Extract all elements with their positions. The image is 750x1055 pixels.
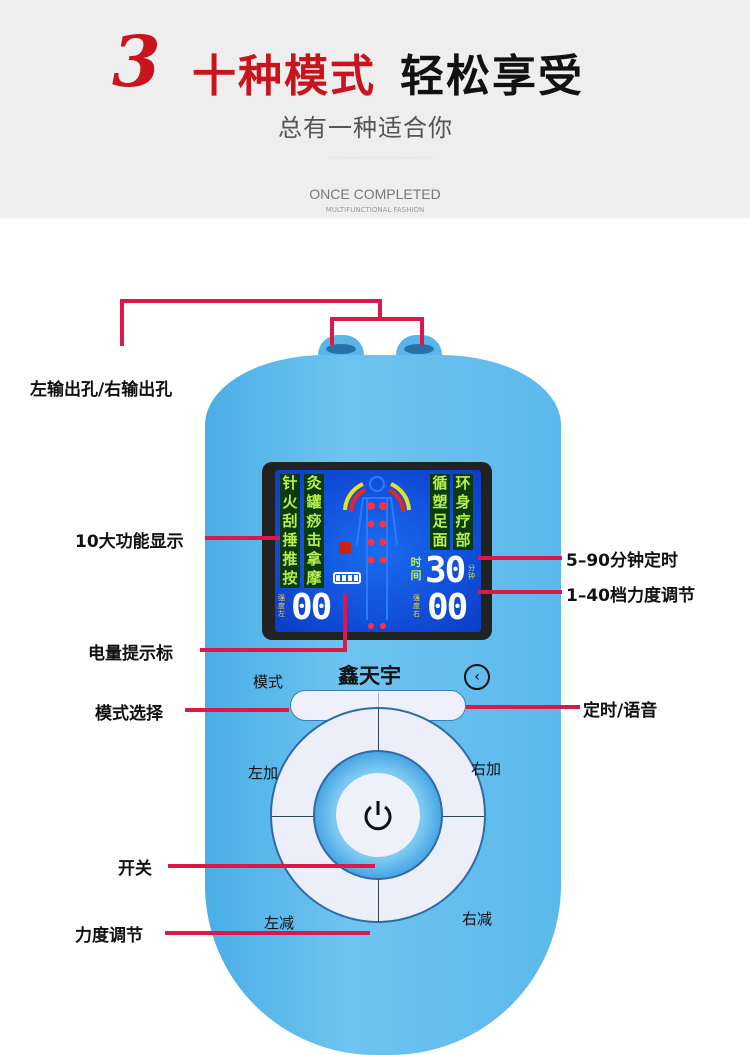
number-three: 3 [112, 20, 161, 103]
callout-line [185, 708, 289, 712]
lcd-function-char: 面 [430, 531, 450, 550]
lcd-display: 强度左 00 强度右 00 时间 30 分钟 针灸火罐刮痧捶击推拿按摩 循环塑身足… [275, 470, 481, 632]
label-timer-voice: 定时/语音 [583, 701, 658, 721]
lcd-function-char: 按 [280, 569, 300, 588]
battery-indicator-icon [333, 572, 361, 584]
callout-line [165, 931, 370, 935]
brand-logo: 鑫天宇 [338, 664, 401, 688]
right-strength-label: 强度右 [413, 594, 420, 618]
callout-line [378, 299, 382, 319]
label-battery: 电量提示标 [88, 644, 173, 664]
lcd-function-char: 击 [304, 531, 324, 550]
clock-icon: ‹ [464, 664, 490, 690]
power-button[interactable] [336, 773, 420, 857]
subtitle: 总有一种适合你 [278, 114, 453, 142]
time-unit: 分钟 [468, 564, 475, 580]
left-strength-label: 强度左 [278, 594, 285, 618]
lcd-function-char: 针 [280, 474, 300, 493]
mode-label: 模式 [253, 673, 284, 691]
title-red: 十种模式 [192, 51, 376, 102]
title-black: 轻松享受 [400, 51, 584, 102]
right-plus-label: 右加 [471, 760, 502, 778]
time-label: 时间 [410, 556, 422, 582]
label-timer: 5–90分钟定时 [566, 551, 678, 571]
label-functions: 10大功能显示 [75, 532, 184, 552]
callout-line [420, 317, 424, 345]
left-minus-label: 左减 [264, 914, 295, 932]
label-power: 开关 [118, 859, 152, 879]
callout-line [120, 299, 382, 303]
callout-line [205, 536, 280, 540]
lcd-function-char: 塑 [430, 493, 450, 512]
lcd-function-char: 捶 [280, 531, 300, 550]
callout-line [200, 648, 347, 652]
label-strength-adjust: 力度调节 [75, 926, 143, 946]
lcd-function-char: 环 [453, 474, 473, 493]
lcd-function-char: 灸 [304, 474, 324, 493]
once-completed: ONCE COMPLETED [309, 186, 441, 202]
lcd-function-char: 罐 [304, 493, 324, 512]
callout-line [478, 556, 562, 560]
left-plus-label: 左加 [248, 764, 279, 782]
callout-line [466, 705, 580, 709]
lcd-function-char: 身 [453, 493, 473, 512]
label-mode-select: 模式选择 [95, 704, 163, 724]
left-jack [326, 344, 356, 354]
mode-symbol-icon [339, 542, 351, 554]
power-icon [364, 801, 392, 831]
lcd-function-char: 部 [453, 531, 473, 550]
banner [0, 0, 750, 218]
lcd-function-char: 循 [430, 474, 450, 493]
lcd-function-char: 痧 [304, 512, 324, 531]
callout-line [120, 299, 124, 346]
lcd-function-char: 疗 [453, 512, 473, 531]
callout-line [168, 864, 375, 868]
lcd-function-char: 拿 [304, 550, 324, 569]
lcd-function-char: 推 [280, 550, 300, 569]
right-minus-label: 右减 [462, 910, 493, 928]
callout-line [343, 593, 347, 652]
once-sub: MULTIFUNCTIONAL FASHION [325, 206, 425, 214]
callout-line [330, 317, 334, 345]
lcd-function-char: 摩 [304, 569, 324, 588]
right-strength-value: 00 [427, 587, 468, 628]
lcd-function-char: 火 [280, 493, 300, 512]
left-strength-value: 00 [291, 587, 332, 628]
right-jack [404, 344, 434, 354]
callout-line [330, 317, 424, 321]
callout-line [478, 590, 562, 594]
lcd-function-char: 足 [430, 512, 450, 531]
label-outputs: 左输出孔/右输出孔 [30, 380, 173, 400]
body-figure-icon [343, 476, 411, 629]
fine-text: · · · · · · · · · · · · · · · · · · · · … [325, 155, 435, 160]
lcd-function-char: 刮 [280, 512, 300, 531]
label-strength: 1–40档力度调节 [566, 586, 695, 606]
timer-value: 30 [425, 550, 466, 591]
